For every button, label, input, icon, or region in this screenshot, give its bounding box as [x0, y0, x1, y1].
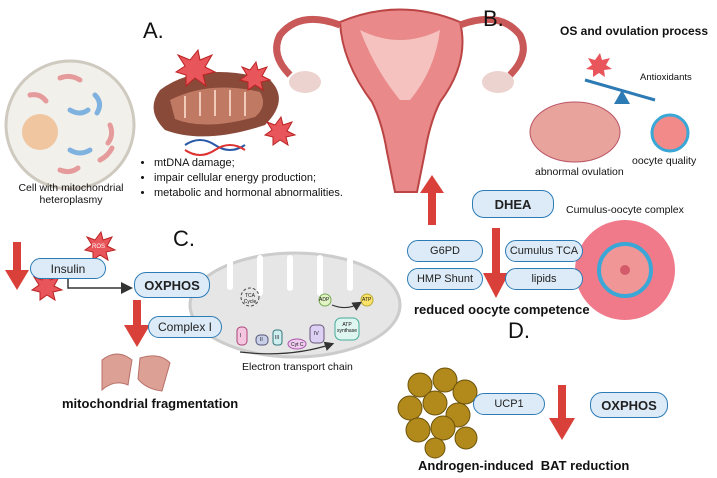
- ucp1-pill: UCP1: [473, 393, 545, 415]
- abnormal-ovulation-label: abnormal ovulation: [535, 166, 624, 178]
- seesaw-icon: [584, 53, 656, 104]
- panel-c-label: C.: [173, 226, 195, 251]
- lipids-pill: lipids: [505, 268, 583, 290]
- panel-d-label: D.: [508, 318, 530, 343]
- complex-i-pill: Complex I: [148, 316, 222, 338]
- complex-label: I: [240, 333, 242, 339]
- complex-label: IV: [314, 331, 319, 337]
- oxphos-pill: OXPHOS: [134, 272, 210, 298]
- complex-label: II: [260, 337, 263, 343]
- cumulus-complex-label: Cumulus-oocyte complex: [566, 204, 684, 216]
- atp-synthase-label: ATP synthase: [336, 322, 357, 334]
- panel-b-label: B.: [483, 6, 504, 31]
- panel-a-label: A.: [143, 18, 164, 43]
- bat-reduction: Androgen-induced BAT reduction: [418, 458, 630, 473]
- etc-label: Electron transport chain: [242, 361, 353, 373]
- mitochondrion-c: [188, 251, 402, 359]
- panel-b-title: OS and ovulation process: [560, 24, 709, 38]
- hmp-shunt-pill: HMP Shunt: [407, 268, 483, 290]
- ros-label: ROS: [92, 244, 106, 250]
- adp-label: ADP: [319, 297, 330, 303]
- oocyte-quality-label: oocyte quality: [632, 155, 697, 167]
- cumulus-tca-pill: Cumulus TCA: [505, 240, 583, 262]
- insulin-pill: Insulin: [30, 258, 106, 279]
- cumulus-oocyte-icon: [575, 220, 675, 320]
- oocyte-icon: [650, 113, 690, 153]
- cell-illustration: [4, 59, 136, 191]
- ovary-icon: [529, 101, 621, 163]
- tca-cycle-label: TCA Cycle: [243, 293, 257, 305]
- cell-label: Cell with mitochondrial heteroplasmy: [18, 182, 124, 206]
- bullet: metabolic and hormonal abnormalities.: [154, 186, 343, 201]
- uterus-illustration: [273, 8, 527, 193]
- dhea-pill: DHEA: [472, 190, 554, 218]
- fragmented-mitochondria-icon: [101, 353, 171, 392]
- complex-label: III: [275, 335, 280, 341]
- brown-adipose-tissue-icon: [397, 367, 478, 459]
- bullet: impair cellular energy production;: [154, 171, 343, 186]
- g6pd-pill: G6PD: [407, 240, 483, 262]
- atp-label: ATP: [362, 297, 372, 303]
- antioxidants-label: Antioxidants: [640, 72, 692, 83]
- complex-label: Cyt C: [291, 342, 304, 348]
- oxphos-pill-d: OXPHOS: [590, 392, 668, 418]
- bullet: mtDNA damage;: [154, 156, 343, 171]
- reduced-oocyte-competence: reduced oocyte competence: [414, 302, 590, 317]
- panel-a-bullets: mtDNA damage; impair cellular energy pro…: [140, 156, 343, 201]
- red-arrows: [5, 175, 575, 440]
- mitochondrial-fragmentation: mitochondrial fragmentation: [62, 396, 239, 411]
- ros-stars: [30, 48, 297, 302]
